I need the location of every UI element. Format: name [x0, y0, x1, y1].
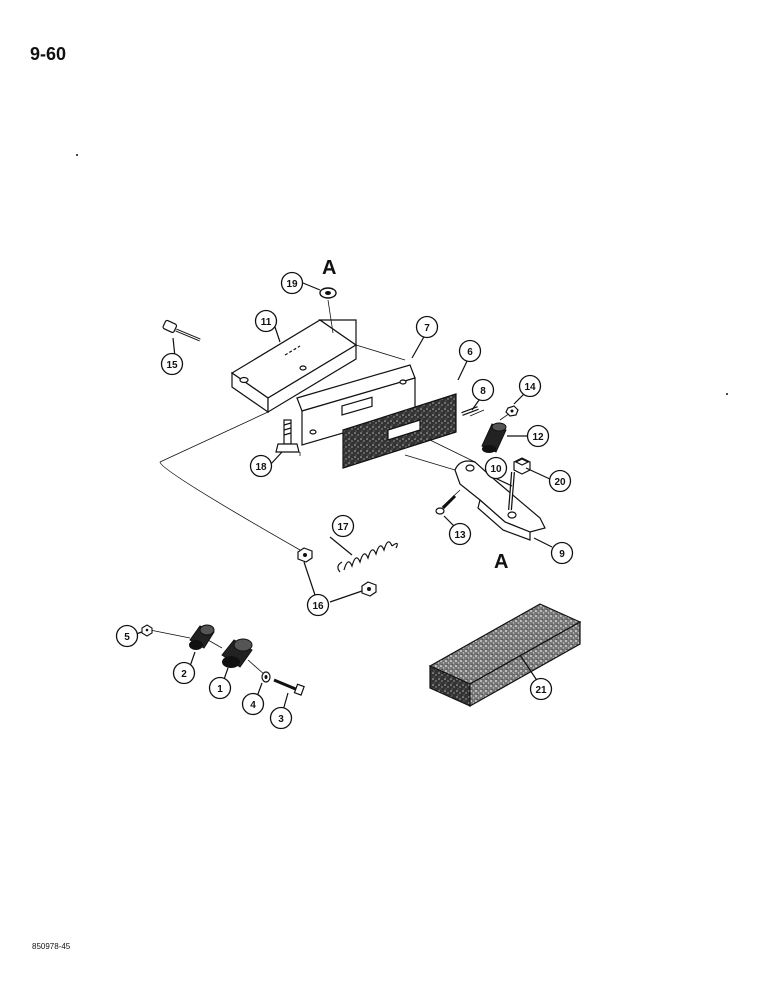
- callout-13-label: 13: [454, 530, 466, 541]
- callout-2: 2: [172, 661, 196, 685]
- callout-8: 8: [471, 378, 495, 402]
- callout-13: 13: [448, 522, 472, 546]
- callout-9: 9: [550, 541, 574, 565]
- part-gasket-6: [342, 393, 457, 469]
- callout-5-label: 5: [124, 632, 130, 643]
- stray-dot: [726, 393, 728, 395]
- part-spacer-12: [481, 422, 507, 453]
- part-washer-19: [319, 287, 337, 299]
- callout-1-label: 1: [217, 684, 223, 695]
- callout-2-label: 2: [181, 669, 187, 680]
- callout-5: 5: [115, 624, 139, 648]
- callout-3-label: 3: [278, 714, 284, 725]
- part-spring-17: [337, 541, 398, 573]
- reference-mark-top: A: [322, 257, 336, 279]
- callout-12: 12: [526, 424, 550, 448]
- callout-19-label: 19: [286, 279, 298, 290]
- assembly-lines: [149, 299, 511, 676]
- callout-12-label: 12: [532, 432, 544, 443]
- callout-11-label: 11: [261, 317, 272, 328]
- callout-17-label: 17: [337, 522, 349, 533]
- callout-15-label: 15: [166, 360, 178, 371]
- part-bolt-15: [162, 319, 201, 342]
- callout-17: 17: [331, 514, 355, 538]
- callout-8-label: 8: [480, 386, 486, 397]
- callout-14-label: 14: [524, 382, 536, 393]
- callout-16-label: 16: [312, 601, 324, 612]
- page-number: 9-60: [30, 44, 67, 64]
- callout-6-label: 6: [467, 347, 473, 358]
- part-bushing-2: [189, 624, 215, 650]
- callout-4-label: 4: [250, 700, 256, 711]
- callout-10: 10: [484, 456, 508, 480]
- callout-19: 19: [280, 271, 304, 295]
- part-nut-20: [513, 457, 531, 475]
- reference-mark-bottom: A: [494, 551, 508, 573]
- callout-18: 18: [249, 454, 273, 478]
- callout-21: 21: [529, 677, 553, 701]
- part-screw-8: [461, 406, 479, 416]
- part-bolt-10: [508, 471, 515, 511]
- part-nut-5: [141, 624, 153, 637]
- callout-9-label: 9: [559, 549, 565, 560]
- part-bushing-1: [221, 638, 253, 668]
- callout-3: 3: [269, 706, 293, 730]
- callout-7-label: 7: [424, 323, 430, 334]
- callout-10-label: 10: [490, 464, 502, 475]
- callout-16: 16: [306, 593, 330, 617]
- callout-21-label: 21: [535, 685, 547, 696]
- part-bracket: [230, 319, 358, 414]
- callout-18-label: 18: [255, 462, 267, 473]
- part-lever-9: [454, 460, 546, 541]
- callout-4: 4: [241, 692, 265, 716]
- part-block-21: [428, 603, 582, 708]
- callout-1: 1: [208, 676, 232, 700]
- part-screw-13: [435, 494, 457, 515]
- callout-20-label: 20: [554, 477, 566, 488]
- callout-14: 14: [518, 374, 542, 398]
- callout-7: 7: [415, 315, 439, 339]
- callout-15: 15: [160, 352, 184, 376]
- part-bolt-3: [273, 678, 305, 696]
- callout-20: 20: [548, 469, 572, 493]
- document-code: 850978-45: [32, 942, 71, 951]
- callout-6: 6: [458, 339, 482, 363]
- part-bolt-18: [275, 419, 300, 453]
- callout-11: 11: [254, 309, 278, 333]
- part-nut-14: [505, 405, 519, 417]
- part-washer-4: [261, 671, 271, 683]
- part-nut-16a: [297, 547, 313, 563]
- part-nut-16b: [361, 581, 377, 597]
- stray-dot: [76, 154, 78, 156]
